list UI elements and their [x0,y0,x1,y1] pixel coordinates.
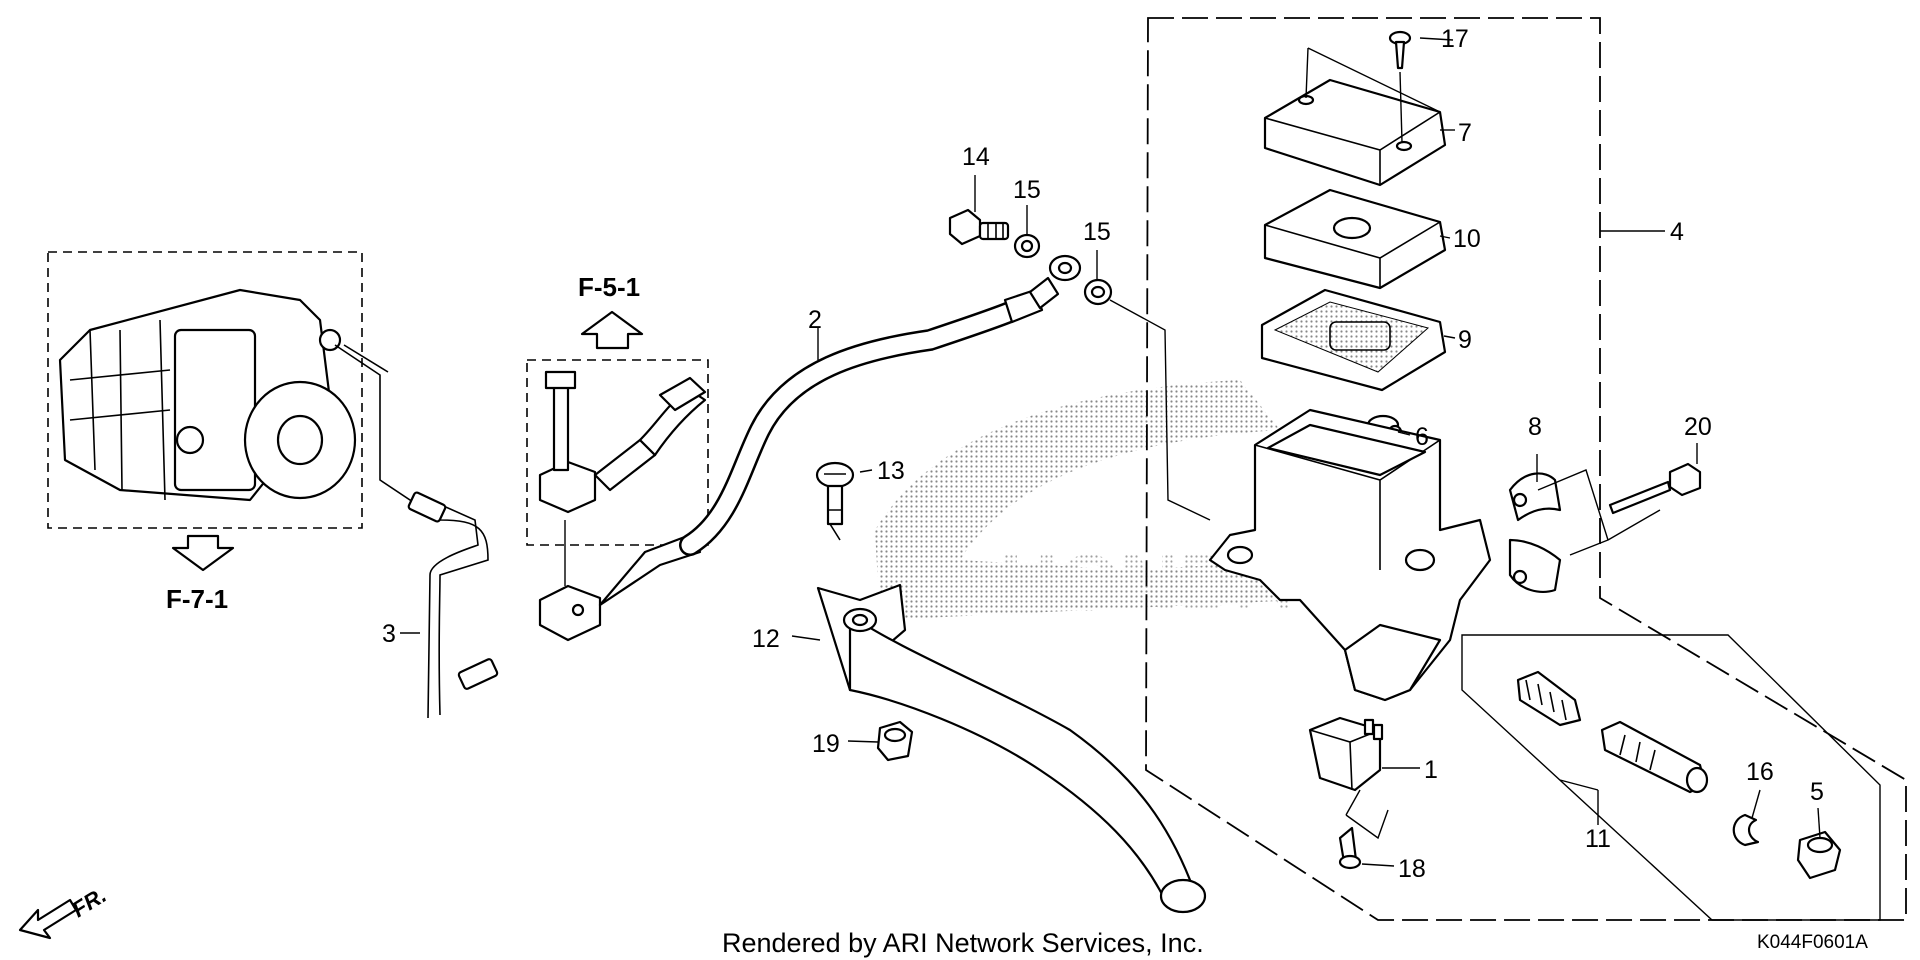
footer-credit: Rendered by ARI Network Services, Inc. [722,928,1204,958]
hose-ref-label: F-5-1 [578,272,640,302]
sealing-washer-a[interactable] [1013,233,1041,259]
callout-19: 19 [812,730,840,758]
front-stop-switch[interactable] [1308,716,1384,792]
piston-set-outline [1461,634,1881,921]
hose-ref-arrow[interactable]: F-5-1 [578,272,644,350]
master-cylinder-holder[interactable] [1508,472,1562,593]
brake-hose[interactable] [598,254,1082,607]
master-cylinder-body[interactable] [1208,408,1492,702]
sealing-washer-b[interactable] [1083,278,1113,306]
callout-20: 20 [1684,413,1712,441]
front-arrow-icon [18,898,78,940]
circlip[interactable] [1732,813,1760,847]
banjo-bolt[interactable] [948,208,1010,246]
callout-1: 1 [1424,756,1438,784]
lever-nut[interactable] [876,720,914,762]
piston[interactable] [1600,720,1709,794]
callout-10: 10 [1453,225,1481,253]
callout-11: 11 [1585,825,1611,853]
callout-14: 14 [962,143,990,171]
hose-joint-assembly[interactable] [526,359,709,546]
callout-12: 12 [752,625,780,653]
callout-9: 9 [1458,326,1472,354]
callout-16: 16 [1746,758,1774,786]
callout-3: 3 [382,620,396,648]
callout-18: 18 [1398,855,1426,883]
diagram-code: K044F0601A [1757,932,1868,953]
callout-17: 17 [1441,25,1469,53]
callout-4: 4 [1670,218,1684,246]
cap-screw[interactable] [1388,30,1412,70]
piston-boot[interactable] [1516,670,1582,727]
abs-modulator[interactable] [47,251,363,529]
reservoir-cap[interactable] [1263,78,1447,187]
front-direction-indicator: FR. [18,882,111,940]
callout-labels: 17 7 10 9 6 4 8 20 1 18 11 16 5 14 15 15… [382,25,1824,883]
master-cylinder-group-outline [1145,17,1907,921]
reservoir-plate[interactable] [1263,188,1447,290]
reservoir-diaphragm[interactable] [1260,288,1447,392]
holder-bolt[interactable] [1608,462,1702,515]
callout-leaders [400,37,1821,867]
switch-screw[interactable] [1338,826,1362,870]
honda-watermark: HONDA [875,380,1300,627]
callout-13: 13 [877,457,905,485]
callout-6: 6 [1415,423,1429,451]
brake-lever[interactable] [816,583,1207,914]
front-direction-label: FR. [67,882,110,922]
abs-ref-arrow[interactable]: F-7-1 [166,534,235,614]
callout-2: 2 [808,306,822,334]
abs-ref-label: F-7-1 [166,584,228,614]
callout-8: 8 [1528,413,1542,441]
callout-15a: 15 [1013,176,1041,204]
joint-block[interactable] [538,520,602,642]
brake-pipe[interactable] [334,344,499,719]
callout-5: 5 [1810,778,1824,806]
pivot-bolt[interactable] [815,461,855,541]
lever-boot[interactable] [1796,830,1842,880]
callout-7: 7 [1458,119,1472,147]
callout-15b: 15 [1083,218,1111,246]
